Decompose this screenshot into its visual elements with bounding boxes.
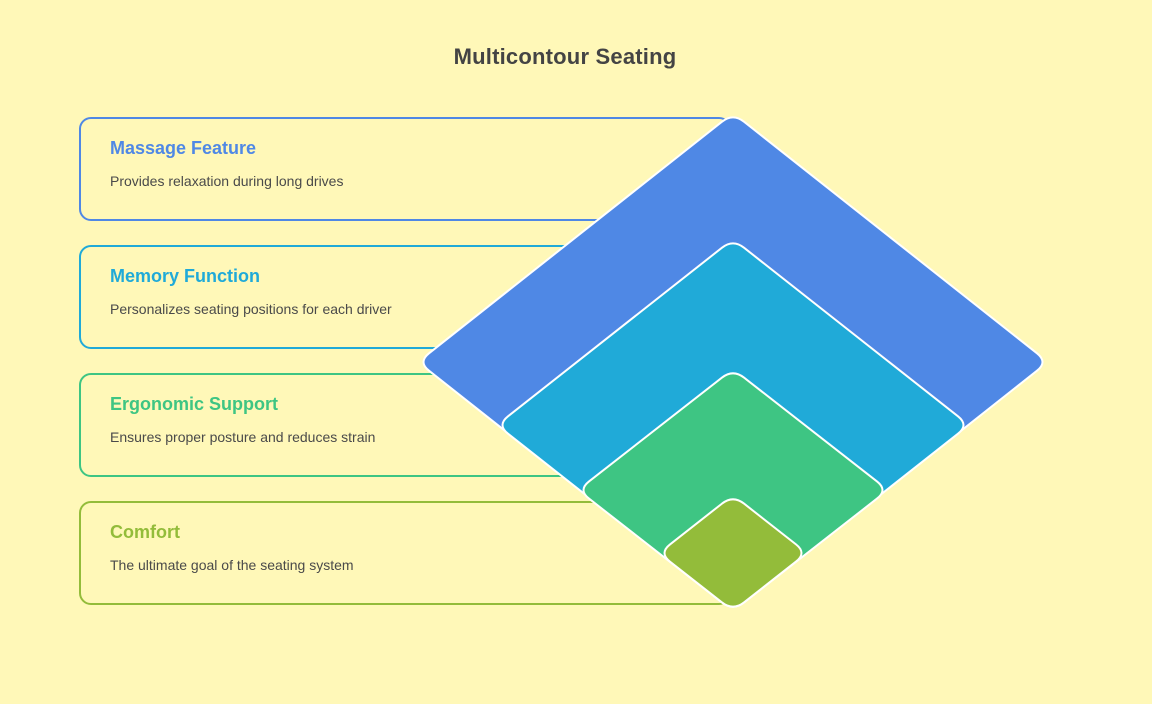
- layer-card-description: Ensures proper posture and reduces strai…: [110, 429, 376, 445]
- layer-card-title: Comfort: [110, 522, 180, 542]
- diamond-layer-comfort: [663, 498, 803, 608]
- layer-card-title: Ergonomic Support: [110, 394, 278, 414]
- diagram-title: Multicontour Seating: [453, 44, 677, 69]
- layer-card-description: Personalizes seating positions for each …: [110, 301, 392, 317]
- layer-card-description: The ultimate goal of the seating system: [110, 557, 354, 573]
- layer-card-title: Memory Function: [110, 266, 261, 286]
- layer-card-title: Massage Feature: [110, 138, 257, 158]
- layer-card-massage-feature: Massage Feature Provides relaxation duri…: [79, 117, 731, 221]
- layer-card-memory-function: Memory Function Personalizes seating pos…: [79, 245, 731, 349]
- layer-card-description: Provides relaxation during long drives: [110, 173, 344, 189]
